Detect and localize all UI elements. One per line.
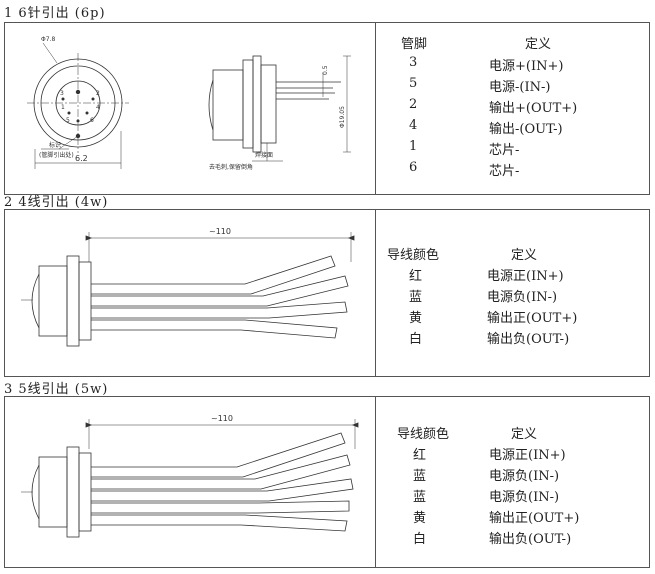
table-cell-color: 红 — [409, 269, 423, 284]
table-cell-color: 蓝 — [409, 290, 423, 305]
table-cell-definition: 电源负(IN-) — [489, 490, 560, 505]
mark-sub-label: (管脚引出处) — [39, 151, 74, 159]
table-cell-pin: 6 — [409, 160, 418, 175]
front-diameter-label: Φ7.8 — [41, 36, 55, 43]
pin-label-1: 1 — [61, 104, 65, 111]
panel-divider — [375, 397, 376, 567]
pin-label-6: 6 — [90, 117, 94, 124]
table-header-definition: 定义 — [511, 248, 538, 263]
drawing-5w: ~110 — [21, 414, 359, 538]
table-cell-definition: 电源负(IN-) — [489, 469, 560, 484]
drawing-4w: ~110 — [21, 227, 355, 347]
section-title-6p: 1 6针引出 (6p) — [4, 6, 106, 21]
table-cell-color: 蓝 — [413, 469, 427, 484]
table-cell-definition: 输出正(OUT+) — [489, 511, 580, 526]
weld-label: 焊接面 — [255, 151, 273, 159]
table-cell-definition: 芯片- — [489, 164, 520, 179]
table-cell-definition: 输出+(OUT+) — [489, 101, 578, 116]
table-cell-pin: 4 — [409, 118, 418, 133]
table-header-definition: 定义 — [525, 37, 552, 52]
table-cell-definition: 输出正(OUT+) — [487, 311, 578, 326]
table-header-color: 导线颜色 — [387, 248, 440, 263]
pin-label-2: 2 — [96, 90, 100, 97]
table-cell-definition: 芯片- — [489, 143, 520, 158]
table-header-color: 导线颜色 — [397, 427, 450, 442]
cable-length-label: ~110 — [211, 414, 233, 423]
pin-spacing-label: 0.5 — [322, 65, 329, 75]
pin-label-5: 5 — [66, 117, 70, 124]
table-cell-definition: 电源正(IN+) — [487, 269, 564, 284]
table-cell-color: 蓝 — [413, 490, 427, 505]
width-dim-label: 6.2 — [75, 154, 88, 163]
table-cell-color: 白 — [413, 532, 427, 547]
pin-label-4: 4 — [96, 104, 100, 111]
cable-length-label: ~110 — [209, 227, 231, 236]
table-cell-color: 红 — [413, 448, 427, 463]
pin-label-3: 3 — [60, 90, 64, 97]
panel-6p: Φ7.8 3 2 1 4 5 6 标识 (管脚引出处) 6.2 — [4, 22, 650, 195]
drawing-6p: Φ7.8 3 2 1 4 5 6 标识 (管脚引出处) 6.2 — [27, 36, 351, 171]
section-title-4w: 2 4线引出 (4w) — [4, 195, 109, 210]
table-cell-pin: 2 — [409, 97, 418, 112]
panel-5w: ~110 导线颜色 定义 红 电源正(IN+) 蓝 电源负(IN-) 蓝 电源负… — [4, 396, 650, 568]
body-diameter-label: Φ19.05 — [339, 106, 346, 128]
panel-divider — [375, 210, 376, 376]
table-cell-pin: 3 — [409, 55, 418, 70]
table-cell-definition: 电源+(IN+) — [489, 59, 564, 74]
table-cell-definition: 输出负(OUT-) — [487, 332, 570, 347]
table-cell-pin: 1 — [409, 139, 418, 154]
table-header-pin: 管脚 — [401, 37, 428, 52]
table-cell-pin: 5 — [409, 76, 418, 91]
mark-label: 标识 — [49, 141, 61, 149]
table-cell-color: 黄 — [409, 311, 423, 326]
table-cell-definition: 电源负(IN-) — [487, 290, 558, 305]
table-cell-definition: 电源正(IN+) — [489, 448, 566, 463]
table-cell-definition: 输出负(OUT-) — [489, 532, 572, 547]
panel-divider — [375, 23, 376, 194]
table-cell-definition: 电源-(IN-) — [489, 80, 551, 95]
weld-sub-label: 去毛刺,保留倒角 — [209, 163, 253, 171]
table-cell-definition: 输出-(OUT-) — [489, 122, 563, 137]
table-cell-color: 白 — [409, 332, 423, 347]
table-cell-color: 黄 — [413, 511, 427, 526]
panel-4w: ~110 导线颜色 定义 红 电源正(IN+) 蓝 电源负(IN-) 黄 输出正… — [4, 209, 650, 377]
table-header-definition: 定义 — [511, 427, 538, 442]
section-title-5w: 3 5线引出 (5w) — [4, 382, 109, 397]
